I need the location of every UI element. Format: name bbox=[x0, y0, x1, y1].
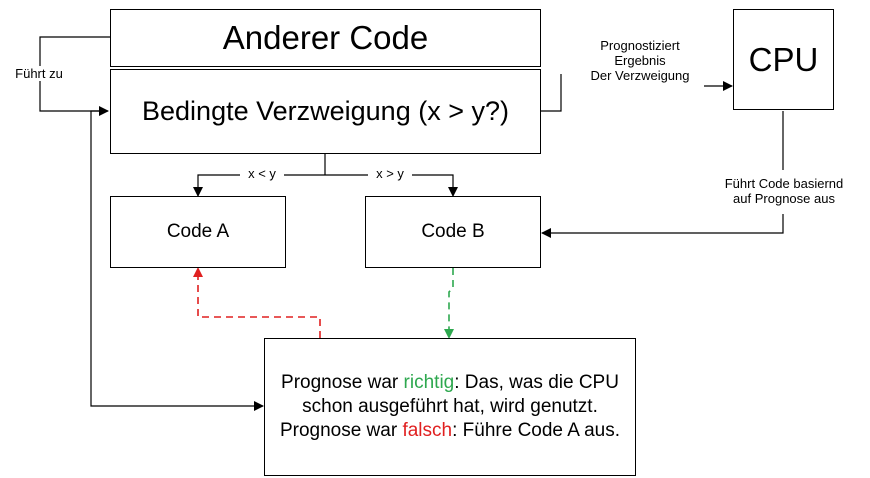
branch-to-cpu-line bbox=[541, 74, 562, 112]
code-a-box: Code A bbox=[110, 196, 286, 268]
correct-dashed-arrow bbox=[444, 268, 454, 339]
predicts-line-1: Prognostiziert bbox=[600, 38, 680, 53]
note-prefix-1: Prognose war bbox=[281, 372, 404, 393]
other-code-box: Anderer Code bbox=[110, 9, 541, 67]
leads-to-label: Führt zu bbox=[6, 66, 72, 81]
branch-label: Bedingte Verzweigung (x > y?) bbox=[142, 96, 509, 126]
exec-line-2: auf Prognose aus bbox=[733, 191, 835, 206]
x-less-y-label: x < y bbox=[240, 166, 284, 181]
other-code-label: Anderer Code bbox=[222, 19, 429, 56]
predicts-line-3: Der Verzweigung bbox=[590, 68, 690, 83]
correct-word: richtig bbox=[403, 372, 455, 393]
exec-label: Führt Code basiernd auf Prognose aus bbox=[704, 176, 864, 206]
x-greater-y-text: x > y bbox=[376, 166, 404, 181]
exec-line-1: Führt Code basiernd bbox=[724, 176, 844, 191]
predicts-line-2: Ergebnis bbox=[614, 53, 666, 68]
cpu-to-code-b-arrow bbox=[541, 214, 784, 238]
branch-box: Bedingte Verzweigung (x > y?) bbox=[110, 69, 541, 154]
note-suffix-1: : Das, was die CPU schon ausgeführt hat,… bbox=[302, 372, 619, 417]
code-b-box: Code B bbox=[365, 196, 541, 268]
result-note-text: Prognose war richtig: Das, was die CPU s… bbox=[279, 371, 621, 443]
note-suffix-2: : Führe Code A aus. bbox=[452, 420, 621, 441]
branch-to-result-arrow bbox=[90, 110, 264, 411]
result-note-box: Prognose war richtig: Das, was die CPU s… bbox=[264, 338, 636, 476]
predicts-label: Prognostiziert Ergebnis Der Verzweigung bbox=[562, 38, 718, 83]
x-less-y-text: x < y bbox=[248, 166, 276, 181]
arrow-to-code-b bbox=[325, 174, 458, 197]
wrong-word: falsch bbox=[402, 420, 453, 441]
note-prefix-2: Prognose war bbox=[279, 420, 403, 441]
code-a-label: Code A bbox=[166, 221, 230, 242]
code-b-label: Code B bbox=[421, 221, 485, 242]
leads-to-text: Führt zu bbox=[15, 66, 63, 81]
cpu-label: CPU bbox=[748, 40, 819, 78]
cpu-box: CPU bbox=[733, 9, 834, 110]
x-greater-y-label: x > y bbox=[368, 166, 412, 181]
wrong-dashed-arrow bbox=[193, 267, 321, 338]
